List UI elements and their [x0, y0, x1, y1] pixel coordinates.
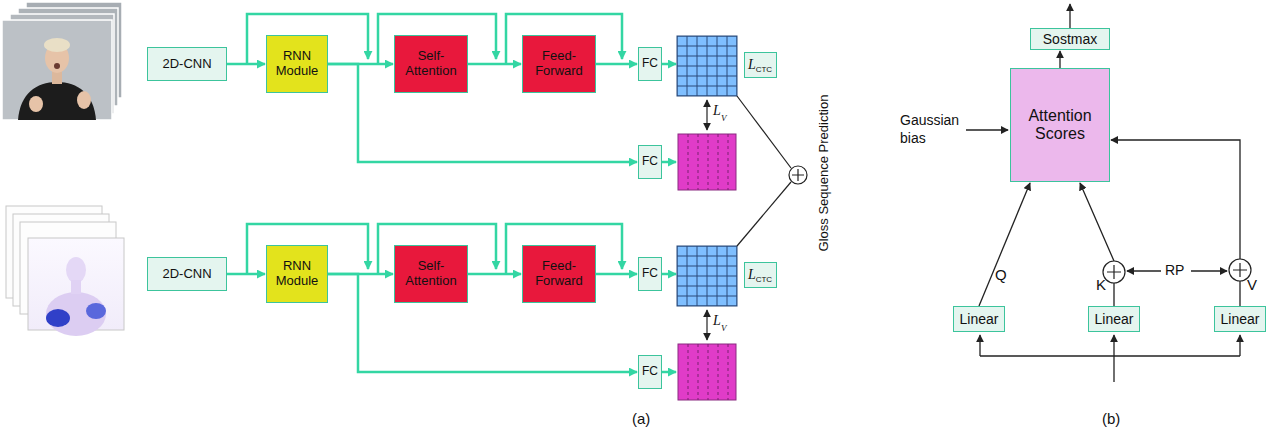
loss-symbol: L — [713, 103, 721, 119]
node-text-wrap: LCTC — [748, 56, 772, 74]
residual-connection — [247, 14, 676, 372]
process-box: 2D-CNN — [147, 257, 227, 291]
fc-box: FC — [638, 257, 662, 291]
connector — [979, 183, 1030, 306]
node-text: Sostmax — [1043, 31, 1097, 47]
node-text-wrap: FC — [642, 267, 658, 281]
node-text: Feed-Forward — [535, 48, 583, 78]
rnn-box: RNN Module — [266, 245, 328, 303]
connector — [1111, 140, 1240, 306]
node-text: Self-Attention — [405, 48, 456, 78]
node-text-wrap: Attention Scores — [1011, 107, 1109, 144]
node-text: CTC — [756, 275, 772, 284]
node-text-wrap: Feed-Forward — [523, 49, 595, 79]
node-text-wrap: 2D-CNN — [162, 267, 211, 282]
attention-wires — [966, 4, 1240, 382]
input-label: RP — [1165, 262, 1184, 278]
node-text-wrap: Linear — [960, 311, 999, 327]
node-text: Linear — [960, 311, 999, 327]
node-text-wrap: RNN Module — [267, 49, 327, 79]
attention-box: Self-Attention — [394, 35, 468, 93]
panel-caption: (a) — [632, 410, 650, 427]
connector — [596, 273, 637, 276]
node-text: RNN Module — [276, 258, 319, 288]
edge-label: K — [1096, 276, 1106, 293]
loss-symbol: L — [713, 313, 721, 329]
softmax-box: Sostmax — [1030, 28, 1110, 50]
node-text-wrap: Linear — [1221, 311, 1260, 327]
connector — [1059, 51, 1060, 68]
output-matrix — [677, 36, 737, 400]
node-text: L — [748, 57, 756, 72]
node-text-wrap: 2D-CNN — [162, 57, 211, 72]
node-text: Attention Scores — [1028, 107, 1091, 142]
node-text: 2D-CNN — [162, 56, 211, 71]
node-text-wrap: FC — [642, 57, 658, 71]
consistency-arrow — [707, 96, 791, 340]
linear-box: Linear — [1214, 306, 1266, 332]
node-text-wrap: RNN Module — [267, 259, 327, 289]
rnn-box: RNN Module — [266, 35, 328, 93]
sum-symbol — [789, 166, 1251, 283]
feedforward-box: Feed-Forward — [522, 245, 596, 303]
node-text-wrap: Linear — [1095, 311, 1134, 327]
node-text: Linear — [1221, 311, 1260, 327]
optical-flow-frames — [6, 206, 124, 336]
loss-subscript: V — [721, 113, 727, 123]
connector — [468, 273, 521, 276]
node-text: FC — [642, 56, 658, 70]
loss-box: LCTC — [744, 262, 777, 288]
node-text-wrap: Sostmax — [1043, 31, 1097, 47]
feedforward-box: Feed-Forward — [522, 35, 596, 93]
linear-box: Linear — [1088, 306, 1140, 332]
node-text-wrap: FC — [642, 155, 658, 169]
node-text-wrap: Self-Attention — [395, 259, 467, 289]
node-text: Feed-Forward — [535, 258, 583, 288]
node-text: L — [748, 267, 756, 282]
input-label: Gaussian bias — [900, 112, 964, 147]
fc-box: FC — [638, 355, 662, 389]
fc-box: FC — [638, 47, 662, 81]
connector — [468, 63, 521, 66]
sign-video-frames — [2, 2, 122, 120]
edge-label: Q — [995, 266, 1007, 283]
loss-box: LCTC — [744, 52, 777, 78]
connector — [227, 273, 265, 276]
node-text-wrap: Feed-Forward — [523, 259, 595, 289]
node-text: FC — [642, 154, 658, 168]
node-text-wrap: LCTC — [748, 266, 772, 284]
fc-box: FC — [638, 145, 662, 179]
connector — [596, 63, 637, 66]
connector — [227, 63, 265, 66]
node-text-wrap: FC — [642, 365, 658, 379]
scores-box: Attention Scores — [1010, 68, 1110, 182]
node-text: Linear — [1095, 311, 1134, 327]
loss-subscript: V — [721, 323, 727, 333]
node-text: FC — [642, 266, 658, 280]
connector — [1080, 183, 1114, 306]
process-box: 2D-CNN — [147, 47, 227, 81]
node-text-wrap: Self-Attention — [395, 49, 467, 79]
node-text: Self-Attention — [405, 258, 456, 288]
node-text: FC — [642, 364, 658, 378]
edge-label: V — [1247, 276, 1257, 293]
output-label: Gloss Sequence Prediction — [816, 95, 831, 252]
attention-box: Self-Attention — [394, 245, 468, 303]
linear-box: Linear — [953, 306, 1005, 332]
node-text: CTC — [756, 65, 772, 74]
node-text: 2D-CNN — [162, 266, 211, 281]
node-text: RNN Module — [276, 48, 319, 78]
panel-caption: (b) — [1102, 410, 1120, 427]
